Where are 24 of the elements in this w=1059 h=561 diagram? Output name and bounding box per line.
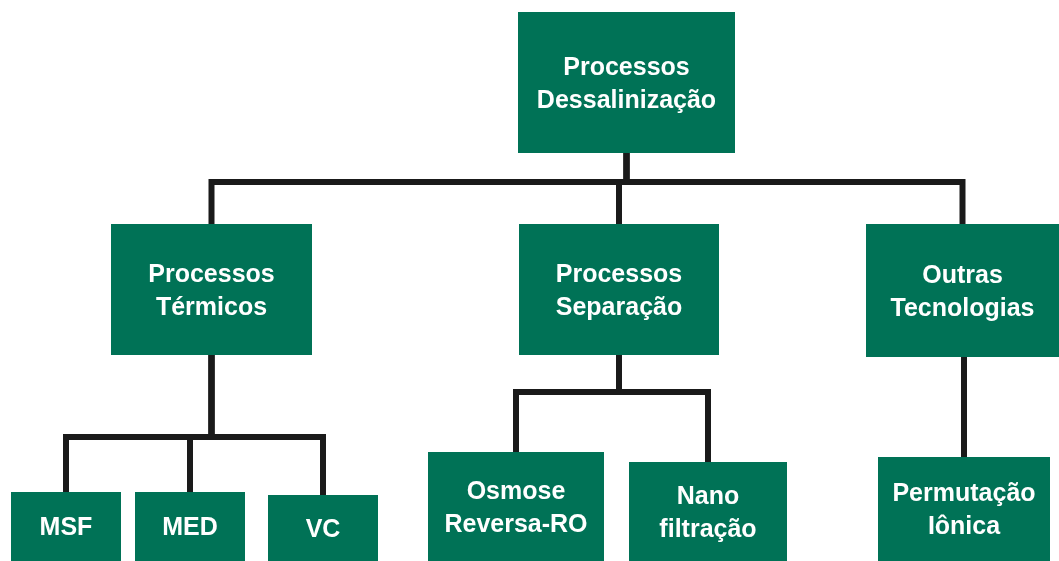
connector-line xyxy=(623,153,966,224)
box-label: Processos Térmicos xyxy=(147,257,276,322)
connector-line xyxy=(961,357,967,457)
box-label: Outras Tecnologias xyxy=(889,258,1036,323)
box-label: VC xyxy=(304,512,342,544)
box-label: Processos Separação xyxy=(554,257,684,322)
connector-line xyxy=(208,355,326,495)
process-box xyxy=(878,457,1050,561)
box-label: MED xyxy=(161,511,219,542)
process-box xyxy=(519,224,719,355)
box-label: Osmose Reversa-RO xyxy=(443,474,589,539)
process-box xyxy=(629,462,787,561)
box-label: Processos Dessalinização xyxy=(535,50,718,115)
box-label: MSF xyxy=(38,511,94,542)
connector-line xyxy=(616,355,711,462)
process-box xyxy=(428,452,604,561)
process-box xyxy=(518,12,735,153)
box-label: Permutação Iônica xyxy=(891,477,1037,541)
process-box xyxy=(135,492,245,561)
process-box xyxy=(866,224,1059,357)
process-box xyxy=(268,495,378,561)
process-box xyxy=(11,492,121,561)
box-label: Nano filtração xyxy=(658,479,758,544)
process-box xyxy=(111,224,312,355)
